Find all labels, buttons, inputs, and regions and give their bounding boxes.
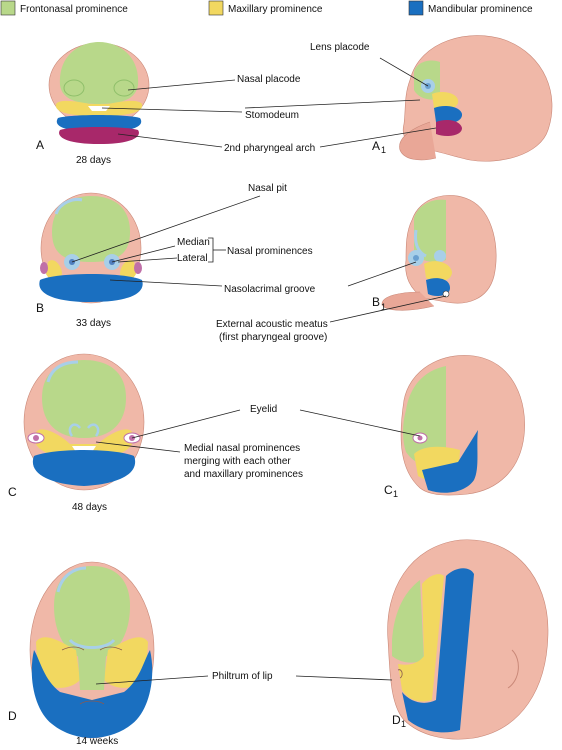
label-medial-nasal-line2: merging with each other xyxy=(184,456,291,467)
label-lens-placode: Lens placode xyxy=(310,42,370,53)
panel-b1-lateral-view: B 1 xyxy=(372,195,497,312)
label-medial-nasal-line3: and maxillary prominences xyxy=(184,469,303,480)
panel-c-age: 48 days xyxy=(72,502,107,513)
label-philtrum-of-lip: Philtrum of lip xyxy=(212,671,273,682)
label-2nd-pharyngeal-arch: 2nd pharyngeal arch xyxy=(224,143,315,154)
panel-a1-subscript: 1 xyxy=(381,145,386,155)
panel-a1-letter: A xyxy=(372,139,380,153)
label-lateral: Lateral xyxy=(177,253,208,264)
panel-b-letter: B xyxy=(36,301,44,315)
label-nasal-prominences: Nasal prominences xyxy=(227,246,313,257)
panel-c-front-view: C 48 days xyxy=(8,353,145,513)
label-external-acoustic-meatus: External acoustic meatus xyxy=(216,319,328,330)
label-stomodeum: Stomodeum xyxy=(245,110,299,121)
panel-b1-letter: B xyxy=(372,295,380,309)
panel-d1-subscript: 1 xyxy=(401,719,406,729)
panel-a-age: 28 days xyxy=(76,155,111,166)
legend: Frontonasal prominence Maxillary promine… xyxy=(0,0,533,16)
panel-c-leaders xyxy=(95,409,421,453)
panel-d1-lateral-view: D 1 xyxy=(387,539,549,740)
label-nasal-pit: Nasal pit xyxy=(248,183,287,194)
label-first-pharyngeal-groove: (first pharyngeal groove) xyxy=(219,332,327,343)
panel-a1-lateral-view: A 1 xyxy=(372,35,553,162)
legend-swatch-maxillary xyxy=(208,0,224,16)
panel-c1-lateral-view: C 1 xyxy=(384,355,525,499)
panel-d-letter: D xyxy=(8,709,17,723)
label-median: Median xyxy=(177,237,210,248)
legend-label-frontonasal: Frontonasal prominence xyxy=(20,4,128,15)
panel-b-front-view: B 33 days xyxy=(36,192,143,329)
panel-a-leaders xyxy=(101,57,437,148)
label-medial-nasal-line1: Medial nasal prominences xyxy=(184,443,300,454)
legend-label-maxillary: Maxillary prominence xyxy=(228,4,323,15)
panel-d-leaders xyxy=(95,675,393,685)
label-nasolacrimal-groove: Nasolacrimal groove xyxy=(224,284,316,295)
legend-swatch-mandibular xyxy=(408,0,424,16)
label-eyelid: Eyelid xyxy=(250,404,277,415)
panel-c1-subscript: 1 xyxy=(393,489,398,499)
panel-b-age: 33 days xyxy=(76,318,111,329)
panel-b1-subscript: 1 xyxy=(381,302,386,312)
panel-d-age: 14 weeks xyxy=(76,736,118,747)
legend-swatch-frontonasal xyxy=(0,0,16,16)
legend-label-mandibular: Mandibular prominence xyxy=(428,4,533,15)
panel-d1-letter: D xyxy=(392,713,401,727)
panel-b-leaders xyxy=(71,195,447,323)
panel-c1-letter: C xyxy=(384,483,393,497)
label-nasal-placode: Nasal placode xyxy=(237,74,301,85)
panel-a-front-view: A 28 days xyxy=(36,42,150,166)
panel-a-letter: A xyxy=(36,138,44,152)
panel-d-front-view: D 14 weeks xyxy=(8,561,155,747)
panel-c-letter: C xyxy=(8,485,17,499)
